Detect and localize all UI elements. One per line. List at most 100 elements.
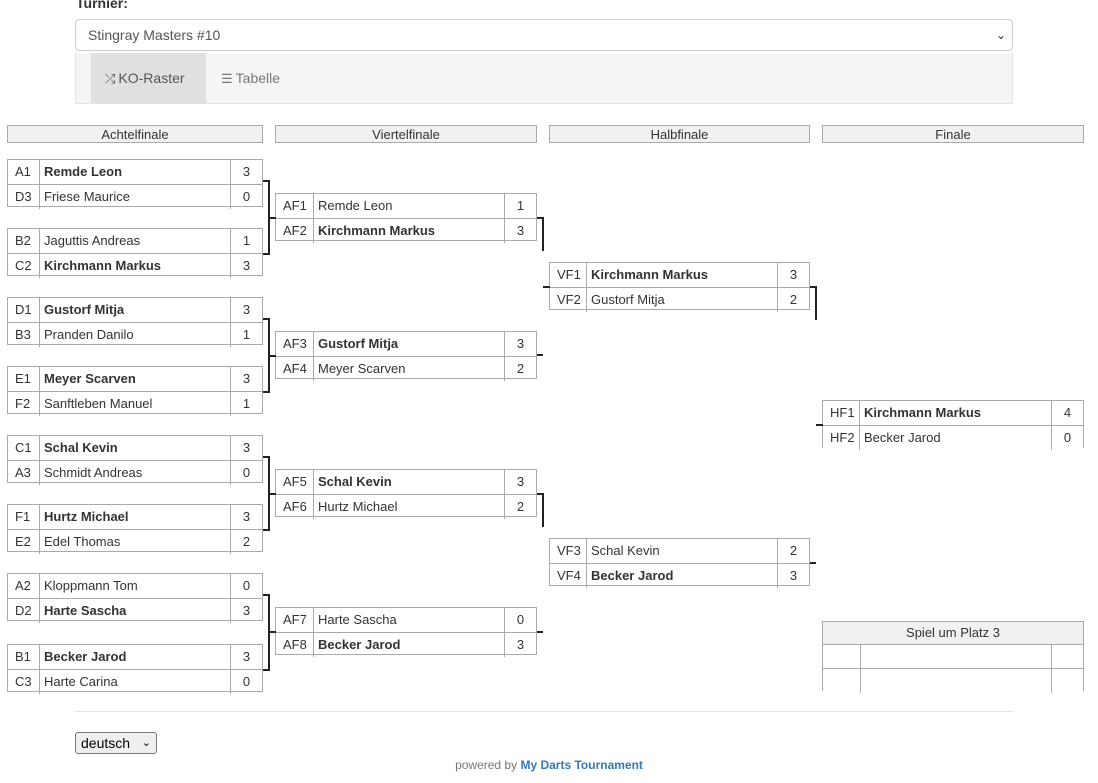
slot-code: HF1 <box>823 401 860 425</box>
player-name: Hurtz Michael <box>318 499 398 514</box>
player-score: 3 <box>230 505 262 529</box>
slot-code: AF6 <box>276 495 314 519</box>
slot-code: AF2 <box>276 219 314 243</box>
tournament-label: Turnier: <box>76 0 128 11</box>
player-row: E1 Meyer Scarven 3 <box>8 367 262 391</box>
player-name: Schal Kevin <box>591 543 660 558</box>
slot-code: VF3 <box>550 539 587 563</box>
player-score: 3 <box>230 367 262 391</box>
bracket-connector <box>263 669 269 671</box>
round-header-halbfinale: Halbfinale <box>549 125 810 143</box>
slot-code: F2 <box>8 392 40 416</box>
chevron-down-icon: ⌄ <box>141 737 151 749</box>
bracket-connector <box>537 217 543 219</box>
player-score: 3 <box>777 263 809 287</box>
player-score: 3 <box>504 332 536 356</box>
tab-tabelle[interactable]: ☰Tabelle <box>207 53 307 103</box>
third-place-match: Spiel um Platz 3 <box>822 621 1084 693</box>
slot-code: AF1 <box>276 194 314 218</box>
slot-code: D2 <box>8 599 40 623</box>
player-name: Sanftleben Manuel <box>44 396 153 411</box>
player-name: Gustorf Mitja <box>318 336 399 351</box>
player-name: Kirchmann Markus <box>864 405 982 420</box>
slot-code: HF2 <box>823 426 860 450</box>
powered-by: powered by My Darts Tournament <box>0 758 1098 772</box>
bracket-connector <box>268 631 276 633</box>
tab-ko-raster[interactable]: ⤮KO-Raster <box>91 53 206 103</box>
slot-code: VF1 <box>550 263 587 287</box>
player-score: 3 <box>504 633 536 657</box>
player-score: 0 <box>230 461 262 485</box>
round-header-finale: Finale <box>822 125 1084 143</box>
tournament-select[interactable]: Stingray Masters #10 ⌄ <box>75 19 1013 51</box>
slot-code: E1 <box>8 367 40 391</box>
bracket-connector <box>542 493 544 527</box>
player-score: 1 <box>504 194 536 218</box>
powered-link[interactable]: My Darts Tournament <box>520 758 643 772</box>
player-score: 0 <box>230 185 262 209</box>
bracket-connector <box>268 493 276 495</box>
player-score: 0 <box>230 670 262 694</box>
slot-code: AF5 <box>276 470 314 494</box>
slot-code: AF8 <box>276 633 314 657</box>
player-name: Schmidt Andreas <box>44 465 143 480</box>
chevron-down-icon: ⌄ <box>995 28 1006 42</box>
player-score: 0 <box>1051 426 1083 450</box>
player-score: 2 <box>230 530 262 554</box>
language-select[interactable]: deutsch ⌄ <box>75 732 157 754</box>
bracket-connector <box>810 286 816 288</box>
player-score: 3 <box>777 564 809 588</box>
player-name: Gustorf Mitja <box>591 292 665 307</box>
player-name: Hurtz Michael <box>44 509 129 524</box>
player-name: Meyer Scarven <box>44 371 136 386</box>
slot-code: AF7 <box>276 608 314 632</box>
bracket-connector <box>537 493 543 495</box>
player-score: 2 <box>504 357 536 381</box>
bracket-connector <box>263 594 269 596</box>
round-header-viertelfinale: Viertelfinale <box>275 125 537 143</box>
slot-code: B1 <box>8 645 40 669</box>
slot-code: E2 <box>8 530 40 554</box>
list-icon: ☰ <box>221 71 233 86</box>
slot-code: D1 <box>8 298 40 322</box>
player-score: 3 <box>504 470 536 494</box>
player-name: Pranden Danilo <box>44 327 134 342</box>
player-name: Becker Jarod <box>44 649 127 664</box>
player-score: 3 <box>230 298 262 322</box>
slot-code: F1 <box>8 505 40 529</box>
player-name: Kirchmann Markus <box>591 267 709 282</box>
bracket-connector <box>810 562 816 564</box>
footer-divider <box>75 711 1013 712</box>
bracket-connector <box>268 217 276 219</box>
player-name: Becker Jarod <box>318 637 401 652</box>
